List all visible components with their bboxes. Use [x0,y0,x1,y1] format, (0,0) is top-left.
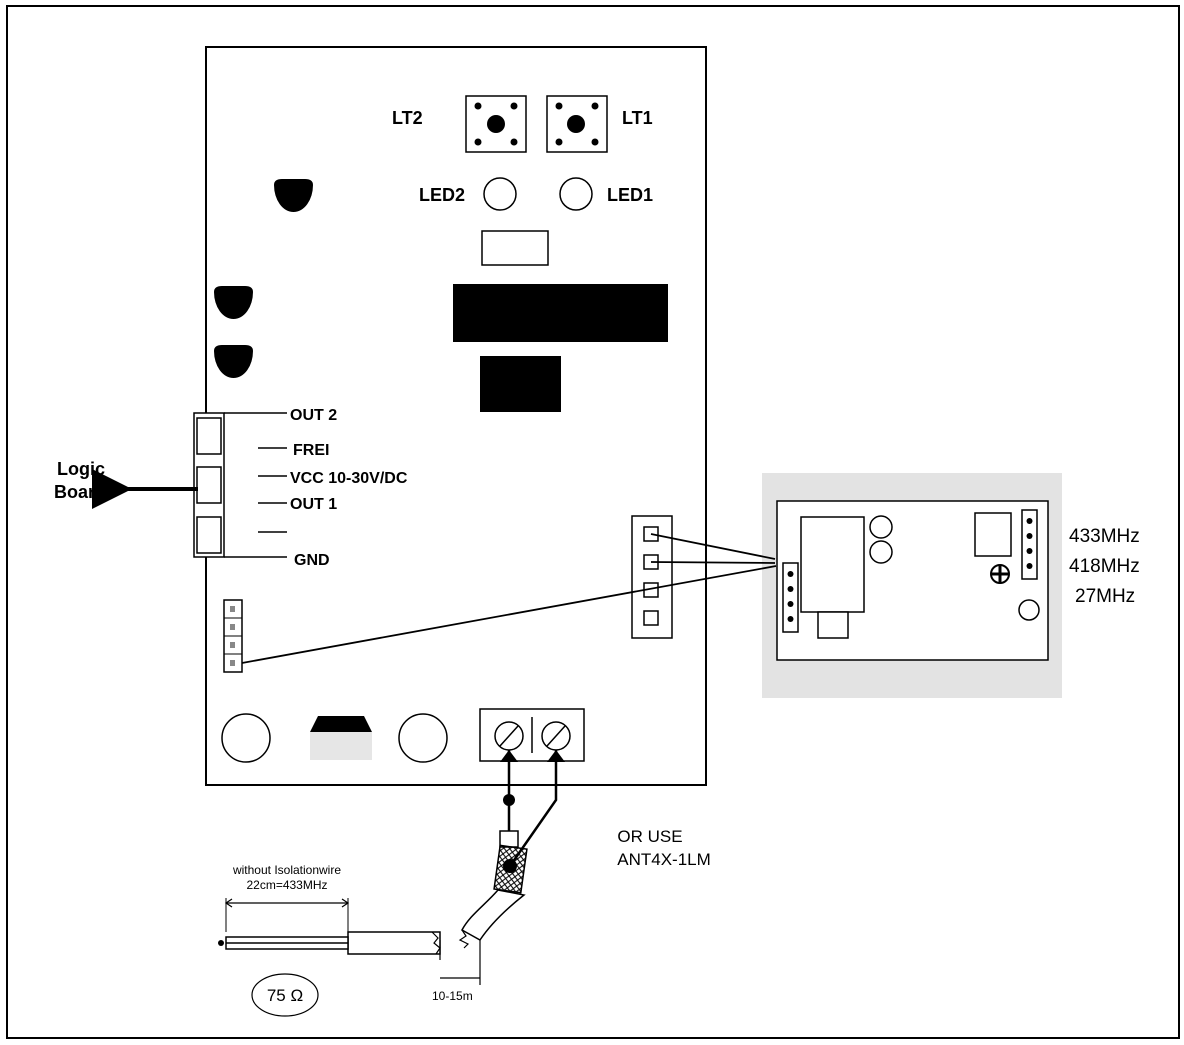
rf-module-coil-2 [869,540,893,564]
cable-length-label: 10-15m [432,989,473,1003]
regulator-body [310,732,372,760]
rf-module-pins-left [782,562,799,633]
coax-cable-end-icon [431,931,441,955]
alt-antenna-line2: ANT4X-1LM [617,850,711,869]
module-connection-line-1 [650,533,776,560]
outer-frame [6,5,1180,1039]
antenna-shield-arrow-icon [547,750,565,762]
coax-cable-break-icon [458,929,470,949]
round-component-right [398,713,448,763]
logic-board-label-line1: Logic [57,459,105,479]
capacitor-middle [214,286,253,319]
out1-label: OUT 1 [290,496,337,513]
frequency-27-label: 27MHz [1075,586,1135,607]
frequency-418-label: 418MHz [1069,556,1140,577]
frequency-433-label: 433MHz [1069,526,1140,547]
antenna-screw-terminal [479,708,585,762]
ic-chip-large [453,284,668,342]
rf-module-crystal [800,516,865,613]
rf-module-led [1018,599,1040,621]
coax-shield-joint [503,859,517,873]
gnd-label: GND [294,552,330,569]
wire-note-line1: without Isolationwire [232,863,341,877]
rf-module-pins-right [1021,509,1038,580]
coax-cable-bend [460,889,526,941]
small-chip [481,230,549,266]
module-connection-line-3 [241,565,777,664]
rf-module-chip [974,512,1012,557]
ic-chip-small [480,356,561,412]
pin-header-left [223,599,243,673]
module-connection-line-2 [650,561,776,564]
capacitor-bottom [214,345,253,378]
rf-module-coil-1 [869,515,893,539]
antenna-core-joint [503,794,515,806]
regulator-top [310,716,372,732]
led2-label: LED2 [419,185,465,205]
alt-antenna-line1: OR USE [617,827,682,846]
vcc-label: VCC 10-30V/DC [290,470,408,487]
rf-module-trimmer-icon[interactable] [990,564,1010,584]
frei-label: FREI [293,442,329,459]
coax-connector-tip [499,830,519,848]
lt1-label: LT1 [622,108,653,128]
terminal-block [193,412,287,558]
rf-module-crystal-base [817,611,849,639]
lt1-push-button[interactable] [546,95,608,153]
antenna-wire-tip [218,940,224,946]
capacitor-top [274,179,313,212]
led2-indicator [483,177,517,211]
impedance-label: 75 Ω [267,986,303,1005]
receiver-board [205,46,707,786]
coax-cable-segment [347,931,441,955]
out2-label: OUT 2 [290,407,337,424]
round-component-left [221,713,271,763]
lt2-label: LT2 [392,108,423,128]
logic-board-label-line2: Board [54,482,106,502]
lt2-push-button[interactable] [465,95,527,153]
impedance-badge [251,973,319,1017]
antenna-shield-wire [508,750,558,867]
led1-indicator [559,177,593,211]
led1-label: LED1 [607,185,653,205]
wire-note-line2: 22cm=433MHz [246,878,327,892]
antenna-core-arrow-icon [500,750,518,762]
